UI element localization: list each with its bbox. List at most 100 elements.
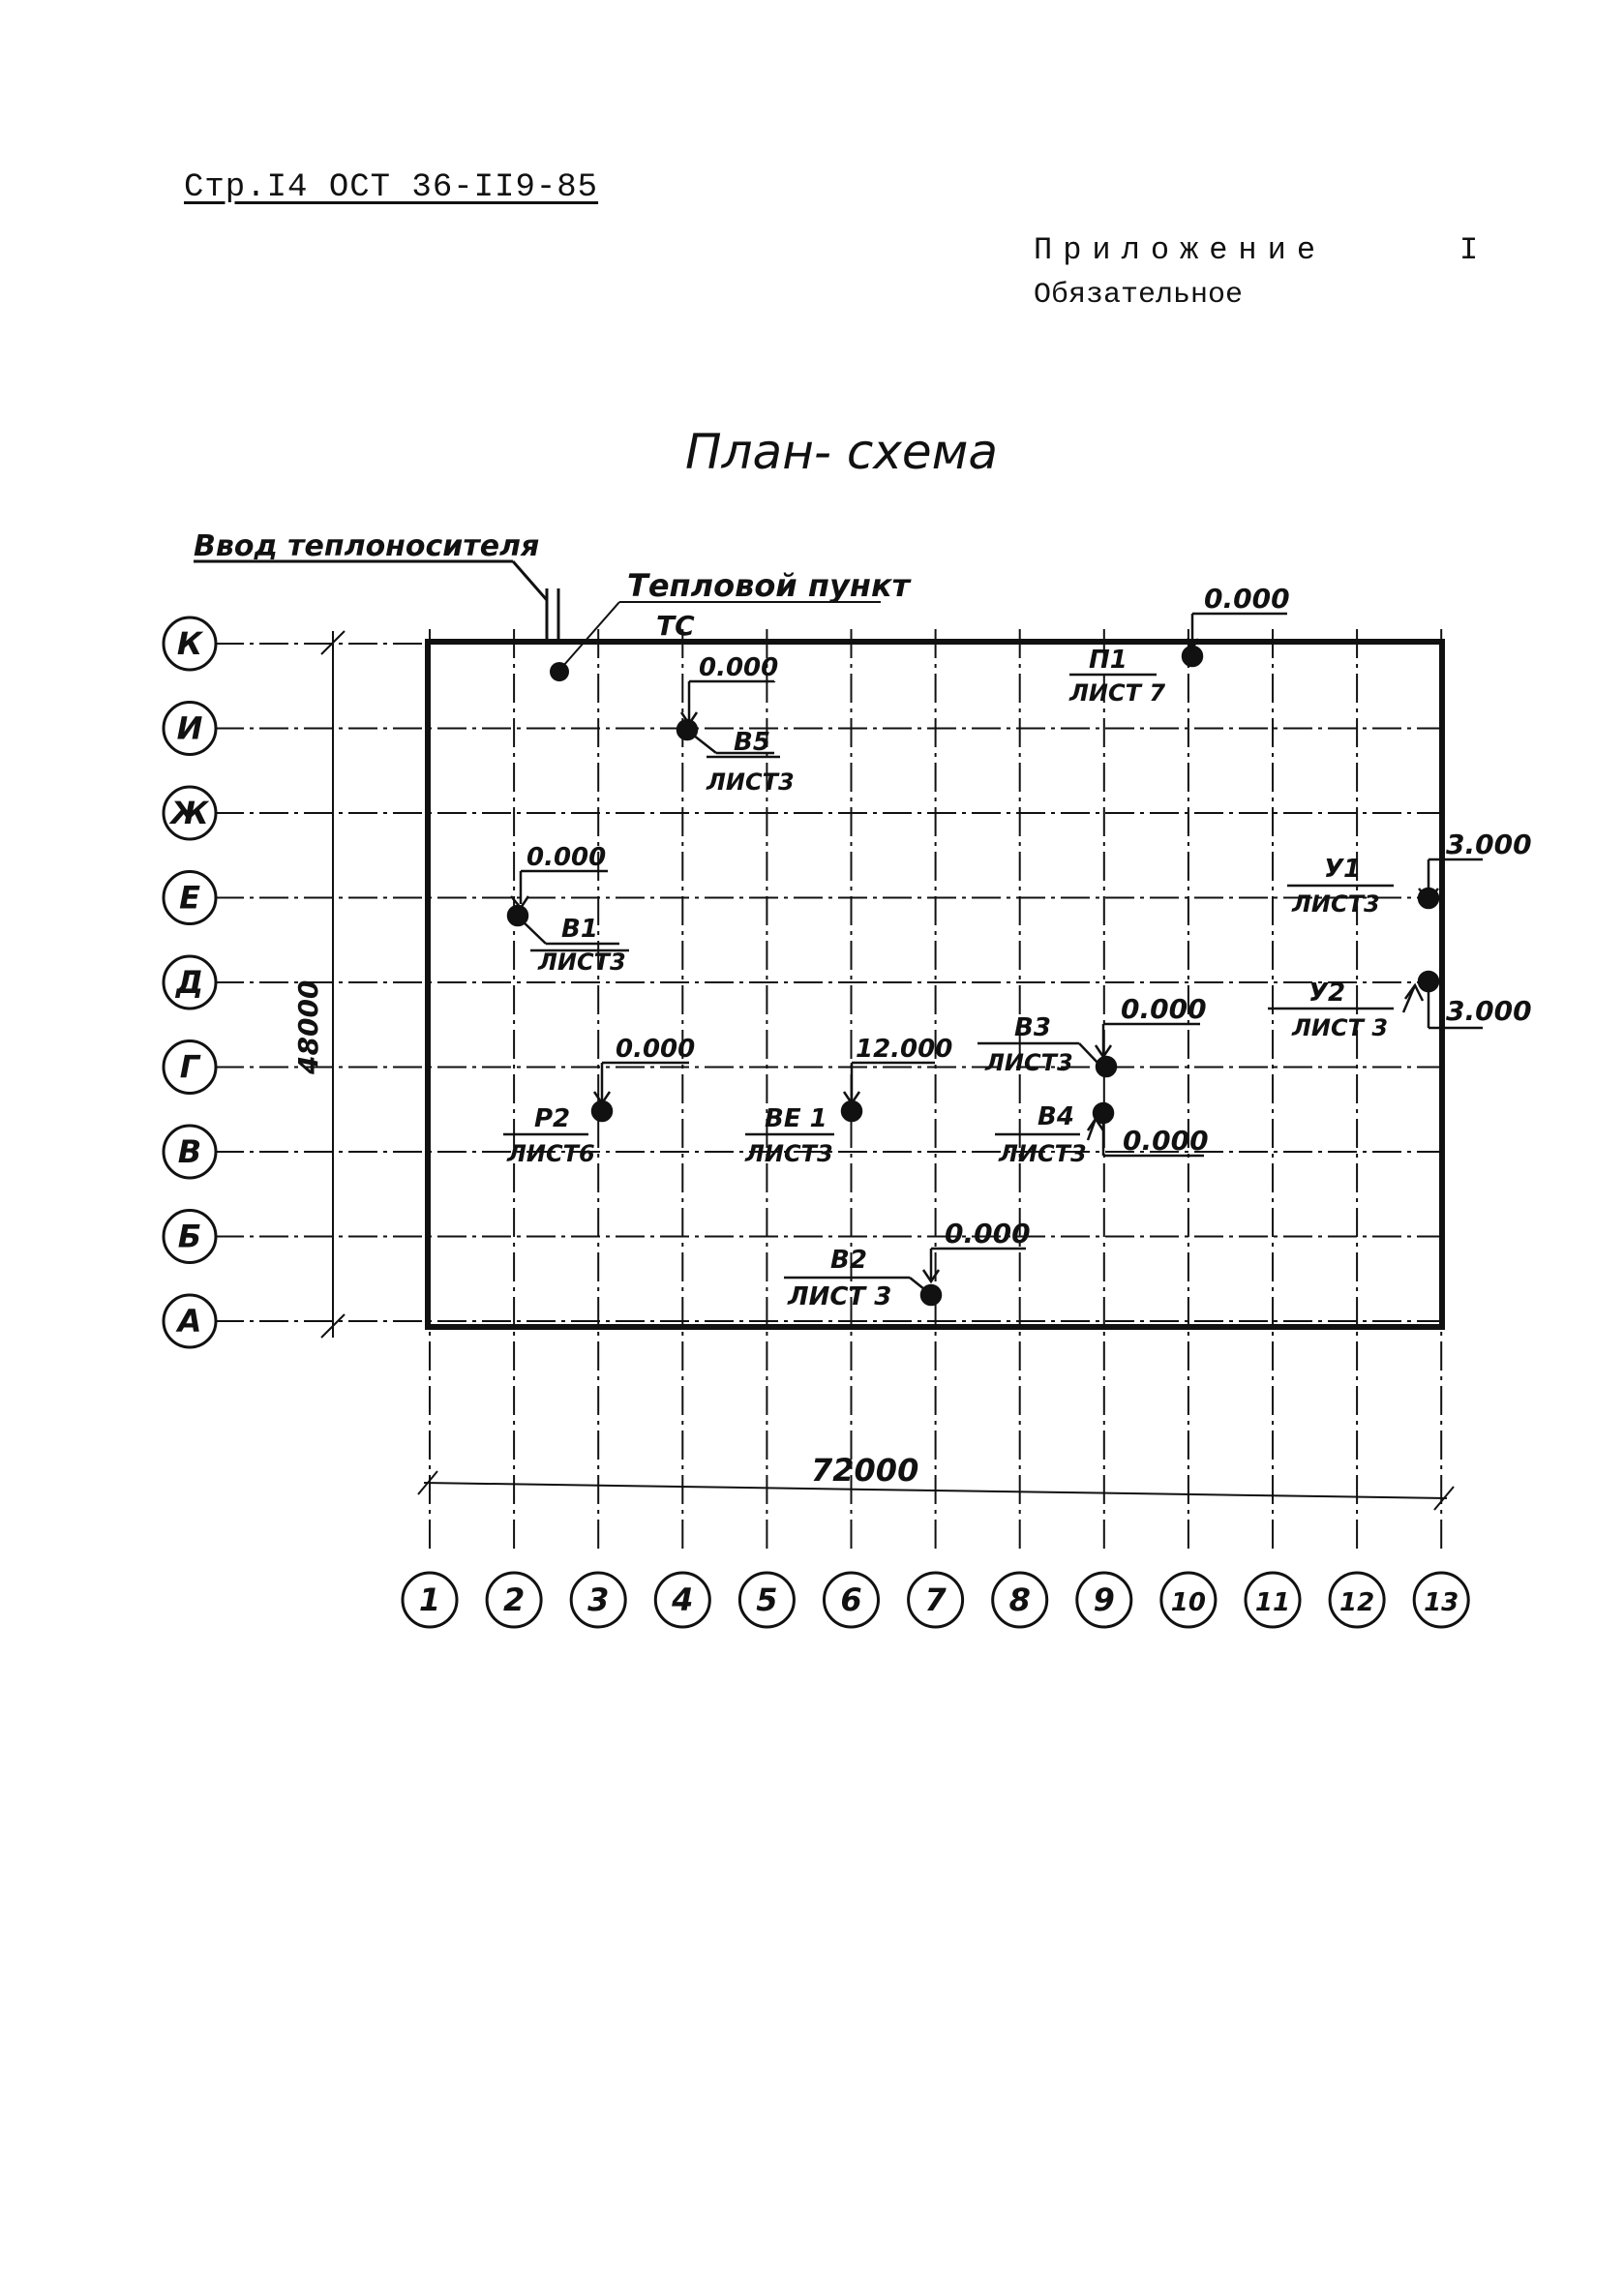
building-outline (425, 639, 1445, 1330)
point-be1 (745, 1061, 935, 1136)
point-b1 (506, 869, 629, 952)
column-axis-label: 11 (1255, 1588, 1290, 1617)
point-b5 (676, 679, 780, 759)
b5-elevation: 0.000 (699, 653, 778, 682)
column-axis-bubble: 12 (1328, 1571, 1386, 1629)
r2-name: Р2 (534, 1104, 570, 1133)
u1-elevation: 3.000 (1446, 828, 1532, 860)
column-axis-bubble: 8 (991, 1571, 1049, 1629)
b3-name: В3 (1014, 1013, 1051, 1042)
column-axis-label: 10 (1171, 1588, 1206, 1617)
inlet-label: Ввод теплоносителя (194, 529, 539, 563)
point-b2 (784, 1247, 1026, 1307)
height-dimension-label: 48000 (292, 980, 324, 1075)
column-axis-bubble: 6 (823, 1571, 880, 1629)
b5-sheet: ЛИСТ3 (706, 768, 795, 796)
row-axis-label: Г (180, 1049, 201, 1086)
u2-sheet: ЛИСТ 3 (1291, 1014, 1388, 1041)
column-axis-label: 6 (840, 1581, 861, 1618)
heat-point-label: Тепловой пункт (627, 567, 913, 604)
b3-sheet: ЛИСТ3 (984, 1049, 1073, 1076)
b4-elevation: 0.000 (1123, 1125, 1209, 1157)
p1-name: П1 (1089, 646, 1128, 675)
u2-elevation: 3.000 (1446, 995, 1532, 1027)
column-axis-bubble: 7 (907, 1571, 965, 1629)
column-axis-label: 13 (1424, 1588, 1459, 1617)
be1-sheet: ЛИСТ3 (744, 1140, 833, 1167)
column-axis-bubble: 1 (401, 1571, 459, 1629)
column-axis-bubble: 13 (1412, 1571, 1470, 1629)
b4-sheet: ЛИСТ3 (998, 1140, 1087, 1167)
mandatory-label: Обязательное (1034, 279, 1244, 312)
point-b3 (977, 1022, 1200, 1078)
column-axis-label: 2 (503, 1581, 525, 1618)
point-u2 (1268, 970, 1483, 1030)
b3-elevation: 0.000 (1121, 993, 1207, 1025)
row-axis-bubble: И (162, 701, 218, 756)
height-dimension (320, 630, 346, 1339)
row-axis-label: К (177, 625, 204, 662)
r2-sheet: ЛИСТ6 (506, 1140, 595, 1167)
row-axis-bubble: В (162, 1124, 218, 1180)
row-axis-bubble: Е (162, 870, 218, 925)
column-axis-bubble: 3 (569, 1571, 627, 1629)
row-axis-bubble: Ж (162, 785, 218, 841)
u1-sheet: ЛИСТ3 (1291, 890, 1380, 918)
column-axis-label: 8 (1009, 1581, 1031, 1618)
heat-point-code: ТС (656, 610, 695, 642)
column-axis-bubble: 2 (485, 1571, 543, 1629)
b2-name: В2 (830, 1246, 867, 1275)
b1-elevation: 0.000 (526, 843, 606, 872)
b1-sheet: ЛИСТ3 (537, 949, 626, 976)
row-axis-label: В (178, 1133, 201, 1170)
row-axis-bubble: Д (162, 954, 218, 1010)
plan-title: План- схема (685, 424, 998, 480)
column-axis-label: 4 (671, 1581, 693, 1618)
grid-lines (215, 629, 1443, 1549)
column-axis-label: 5 (756, 1581, 777, 1618)
width-dimension (417, 1470, 1455, 1511)
b5-name: В5 (734, 728, 770, 757)
be1-name: ВЕ 1 (765, 1104, 827, 1133)
r2-elevation: 0.000 (616, 1035, 695, 1064)
point-r2 (503, 1061, 689, 1136)
point-u1 (1287, 858, 1483, 910)
column-axis-label: 7 (924, 1581, 947, 1618)
column-axis-bubble: 11 (1244, 1571, 1302, 1629)
heat-point (550, 601, 881, 681)
row-axis-label: Ж (168, 795, 209, 831)
row-axis-bubble: А (162, 1293, 218, 1349)
heat-inlet (194, 559, 560, 639)
appendix-number: I (1459, 232, 1479, 268)
column-axis-bubble: 10 (1159, 1571, 1218, 1629)
row-axis-label: А (175, 1303, 202, 1340)
b2-elevation: 0.000 (945, 1218, 1031, 1250)
column-axis-bubble: 4 (653, 1571, 711, 1629)
u1-name: У1 (1324, 855, 1361, 884)
column-axis-bubble: 9 (1075, 1571, 1133, 1629)
p1-elevation: 0.000 (1204, 583, 1290, 615)
row-axis-markers: К И Ж ЕД Г В Б А (162, 616, 218, 1349)
column-axis-label: 3 (587, 1581, 609, 1618)
width-dimension-label: 72000 (811, 1452, 918, 1489)
column-axis-label: 9 (1094, 1581, 1115, 1618)
appendix-label: Приложение (1034, 232, 1327, 268)
column-axis-label: 1 (419, 1581, 440, 1618)
row-axis-label: Е (179, 880, 200, 917)
row-axis-label: И (177, 710, 203, 747)
p1-sheet: ЛИСТ 7 (1068, 679, 1165, 707)
row-axis-label: Б (178, 1219, 201, 1255)
u2-name: У2 (1308, 979, 1345, 1008)
row-axis-bubble: Б (162, 1209, 218, 1264)
column-axis-label: 12 (1339, 1588, 1374, 1617)
point-p1 (1069, 612, 1287, 677)
row-axis-bubble: Г (162, 1039, 218, 1095)
column-axis-bubble: 5 (737, 1571, 796, 1629)
b4-name: В4 (1038, 1102, 1074, 1131)
b1-name: В1 (561, 915, 598, 944)
point-b4 (995, 1101, 1204, 1158)
page-reference: Стр.I4 ОСТ 36-II9-85 (184, 169, 599, 206)
b2-sheet: ЛИСТ 3 (787, 1282, 891, 1311)
